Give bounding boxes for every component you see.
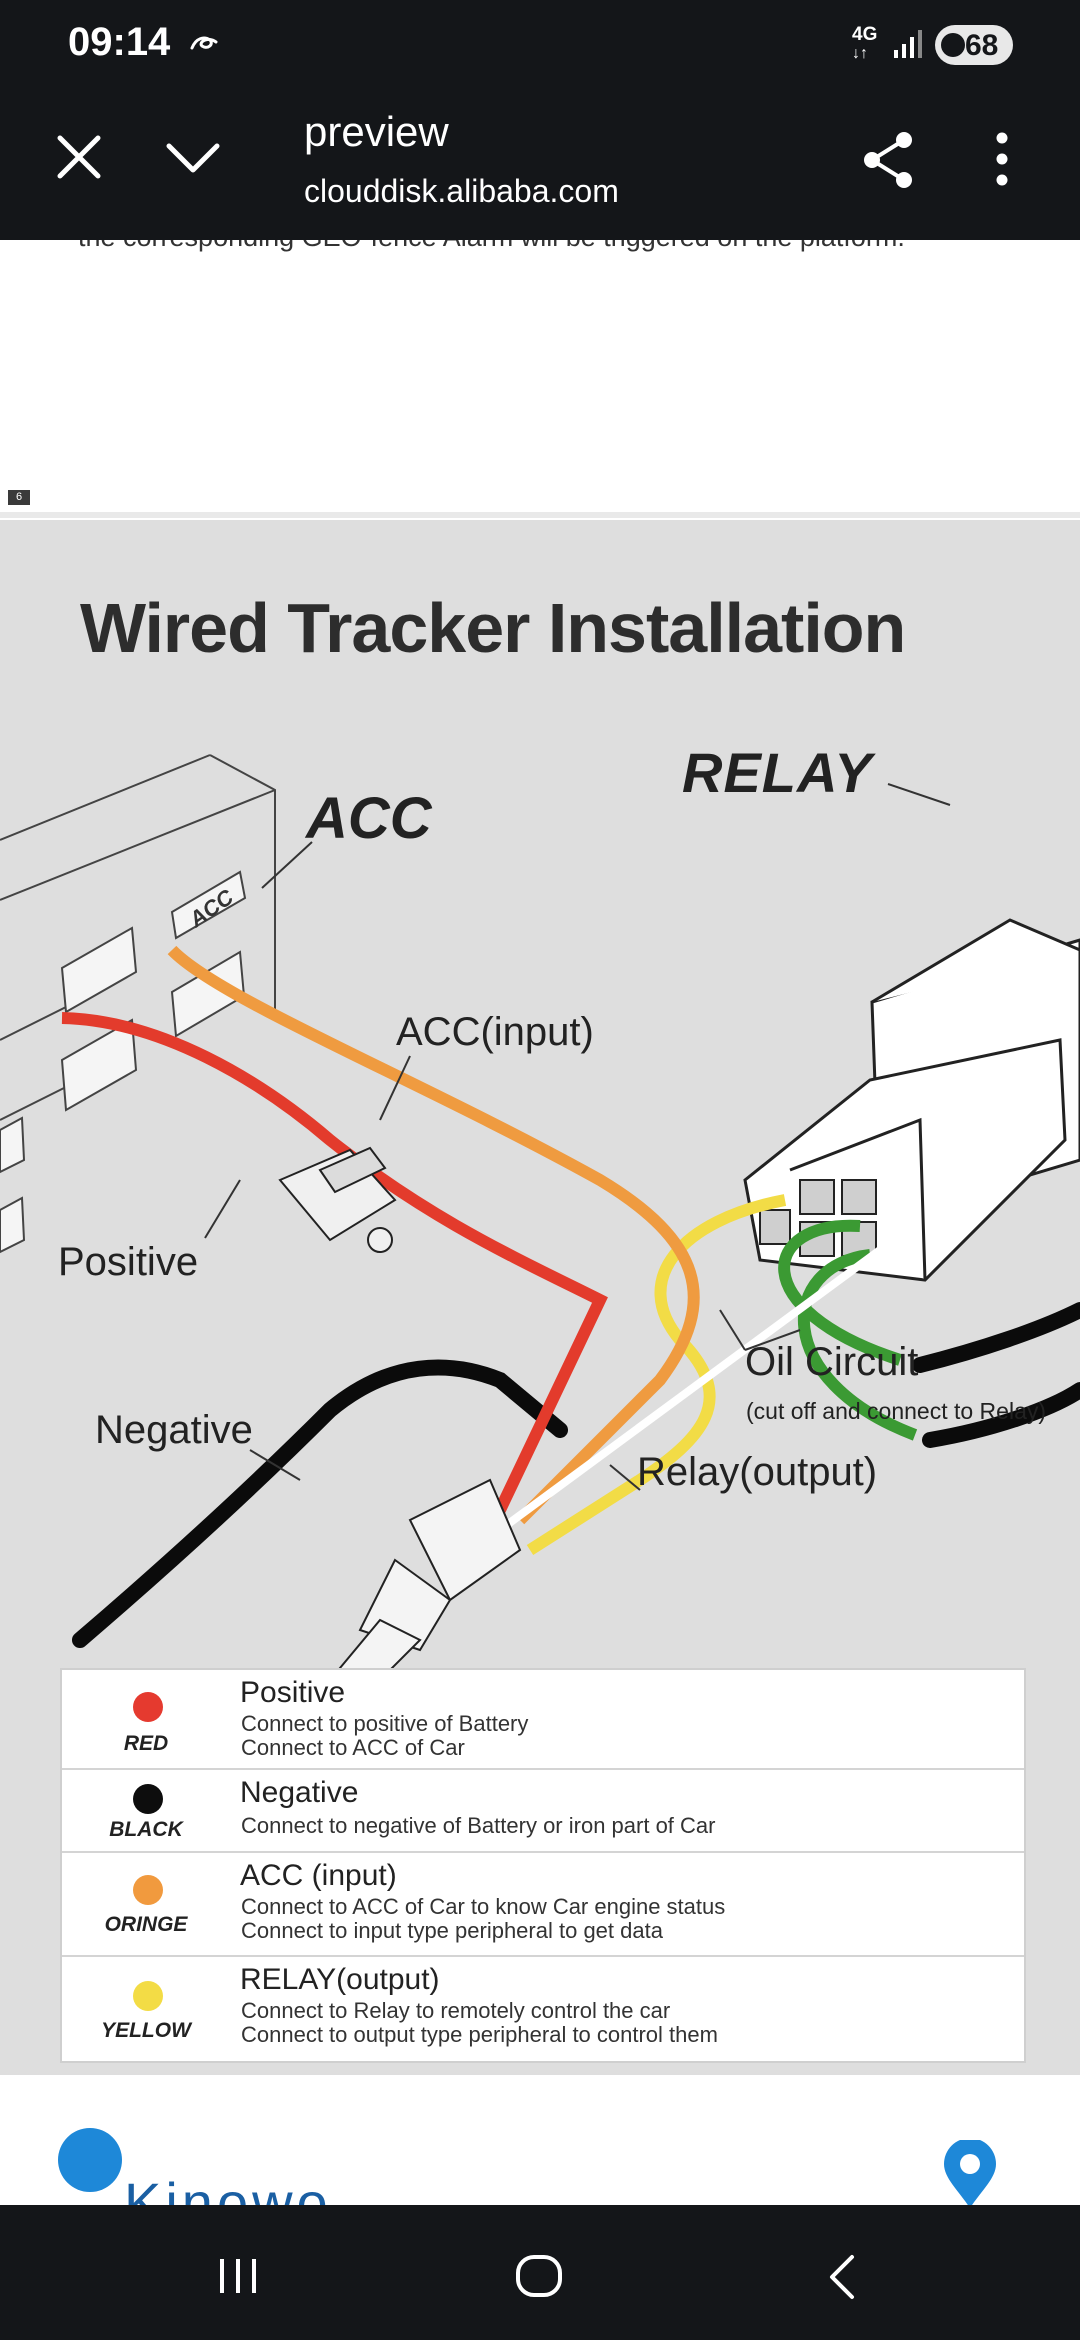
page-separator bbox=[0, 512, 1080, 518]
color-dot-yellow bbox=[133, 1981, 163, 2011]
legend-line: Connect to output type peripheral to con… bbox=[241, 2022, 718, 2047]
label-acc: ACC bbox=[306, 786, 432, 851]
close-icon[interactable] bbox=[52, 130, 106, 184]
battery-saver-icon bbox=[941, 33, 965, 57]
top-bar: 09:14 4G↓↑ 68 preview clou bbox=[0, 0, 1080, 240]
page-title: preview bbox=[304, 108, 449, 155]
legend-line: Connect to ACC of Car to know Car engine… bbox=[241, 1894, 726, 1919]
wire-black-relay-1 bbox=[912, 1302, 1080, 1373]
wire-green-1 bbox=[778, 1219, 902, 1366]
status-bar: 09:14 4G↓↑ 68 bbox=[0, 0, 1080, 90]
label-oil-circuit-note: (cut off and connect to Relay) bbox=[746, 1398, 1047, 1424]
color-name: RED bbox=[123, 1732, 169, 1755]
page-number-6: 6 bbox=[8, 490, 30, 505]
battery-indicator: 68 bbox=[935, 25, 1013, 65]
label-positive: Positive bbox=[58, 1240, 199, 1284]
home-icon[interactable] bbox=[514, 2253, 564, 2299]
page6-cut-text: the corresponding GEO-fence Alarm will b… bbox=[78, 240, 905, 253]
page-url: clouddisk.alibaba.com bbox=[304, 173, 619, 209]
legend-title: Negative bbox=[240, 1776, 359, 1809]
relay-box bbox=[743, 918, 1080, 1282]
legend-row-red: RED Positive Connect to positive of Batt… bbox=[62, 1670, 1024, 1770]
battery-percent: 68 bbox=[965, 29, 999, 62]
diagram-title: Wired Tracker Installation bbox=[80, 589, 906, 667]
label-acc-input: ACC(input) bbox=[396, 1010, 594, 1054]
legend-line: Connect to positive of Battery bbox=[241, 1711, 529, 1736]
legend-row-yellow: YELLOW RELAY(output) Connect to Relay to… bbox=[62, 1957, 1024, 2061]
color-name: BLACK bbox=[109, 1818, 183, 1841]
wire-orange bbox=[167, 945, 700, 1525]
document-viewer[interactable]: the corresponding GEO-fence Alarm will b… bbox=[0, 240, 1080, 2205]
wire-white bbox=[497, 1246, 883, 1534]
color-dot-red bbox=[133, 1692, 163, 1722]
chevron-down-icon[interactable] bbox=[163, 136, 223, 180]
system-navigation-bar bbox=[0, 2205, 1080, 2340]
legend-row-black: BLACK Negative Connect to negative of Ba… bbox=[62, 1770, 1024, 1853]
label-relay-output: Relay(output) bbox=[637, 1450, 878, 1494]
leader-lines bbox=[204, 783, 951, 1491]
legend-row-orange: ORINGE ACC (input) Connect to ACC of Car… bbox=[62, 1853, 1024, 1957]
recent-apps-icon[interactable] bbox=[214, 2255, 264, 2297]
inline-fuse-holder bbox=[278, 1146, 397, 1253]
wire-black-relay-2 bbox=[922, 1382, 1080, 1448]
wire-green-2 bbox=[797, 1249, 918, 1441]
legend-line: Connect to input type peripheral to get … bbox=[241, 1918, 663, 1943]
color-name: ORINGE bbox=[104, 1913, 188, 1936]
color-dot-orange bbox=[133, 1875, 163, 1905]
wire-legend-table: RED Positive Connect to positive of Batt… bbox=[60, 1668, 1026, 2063]
label-oil-circuit: Oil Circuit bbox=[745, 1340, 919, 1384]
legend-title: RELAY(output) bbox=[240, 1963, 440, 1996]
legend-line: Connect to ACC of Car bbox=[241, 1735, 465, 1760]
label-relay: RELAY bbox=[682, 741, 873, 804]
page-7: Wired Tracker Installation ACC bbox=[0, 520, 1080, 2075]
wiring-diagram: ACC bbox=[0, 754, 1080, 1680]
share-icon[interactable] bbox=[862, 130, 916, 190]
wire-red bbox=[61, 1012, 608, 1513]
fuse-slots bbox=[0, 870, 247, 1254]
page-8-partial bbox=[0, 2085, 1080, 2205]
label-negative: Negative bbox=[95, 1408, 253, 1452]
legend-line: Connect to negative of Battery or iron p… bbox=[241, 1813, 716, 1838]
legend-title: ACC (input) bbox=[240, 1859, 397, 1892]
back-icon[interactable] bbox=[822, 2253, 862, 2301]
signal-icon bbox=[894, 30, 922, 58]
legend-title: Positive bbox=[240, 1676, 346, 1709]
legend-line: Connect to Relay to remotely control the… bbox=[241, 1998, 671, 2023]
color-dot-black bbox=[133, 1784, 163, 1814]
network-type: 4G↓↑ bbox=[852, 24, 878, 62]
kinowo-logo-icon bbox=[58, 2128, 122, 2192]
more-options-icon[interactable] bbox=[990, 130, 1014, 188]
alipay-icon bbox=[190, 36, 218, 50]
wire-black-negative bbox=[72, 1359, 568, 1648]
color-name: YELLOW bbox=[101, 2019, 191, 2042]
status-time: 09:14 bbox=[68, 20, 171, 64]
location-pin-icon bbox=[944, 2140, 996, 2208]
tracker-connector bbox=[328, 1478, 522, 1680]
